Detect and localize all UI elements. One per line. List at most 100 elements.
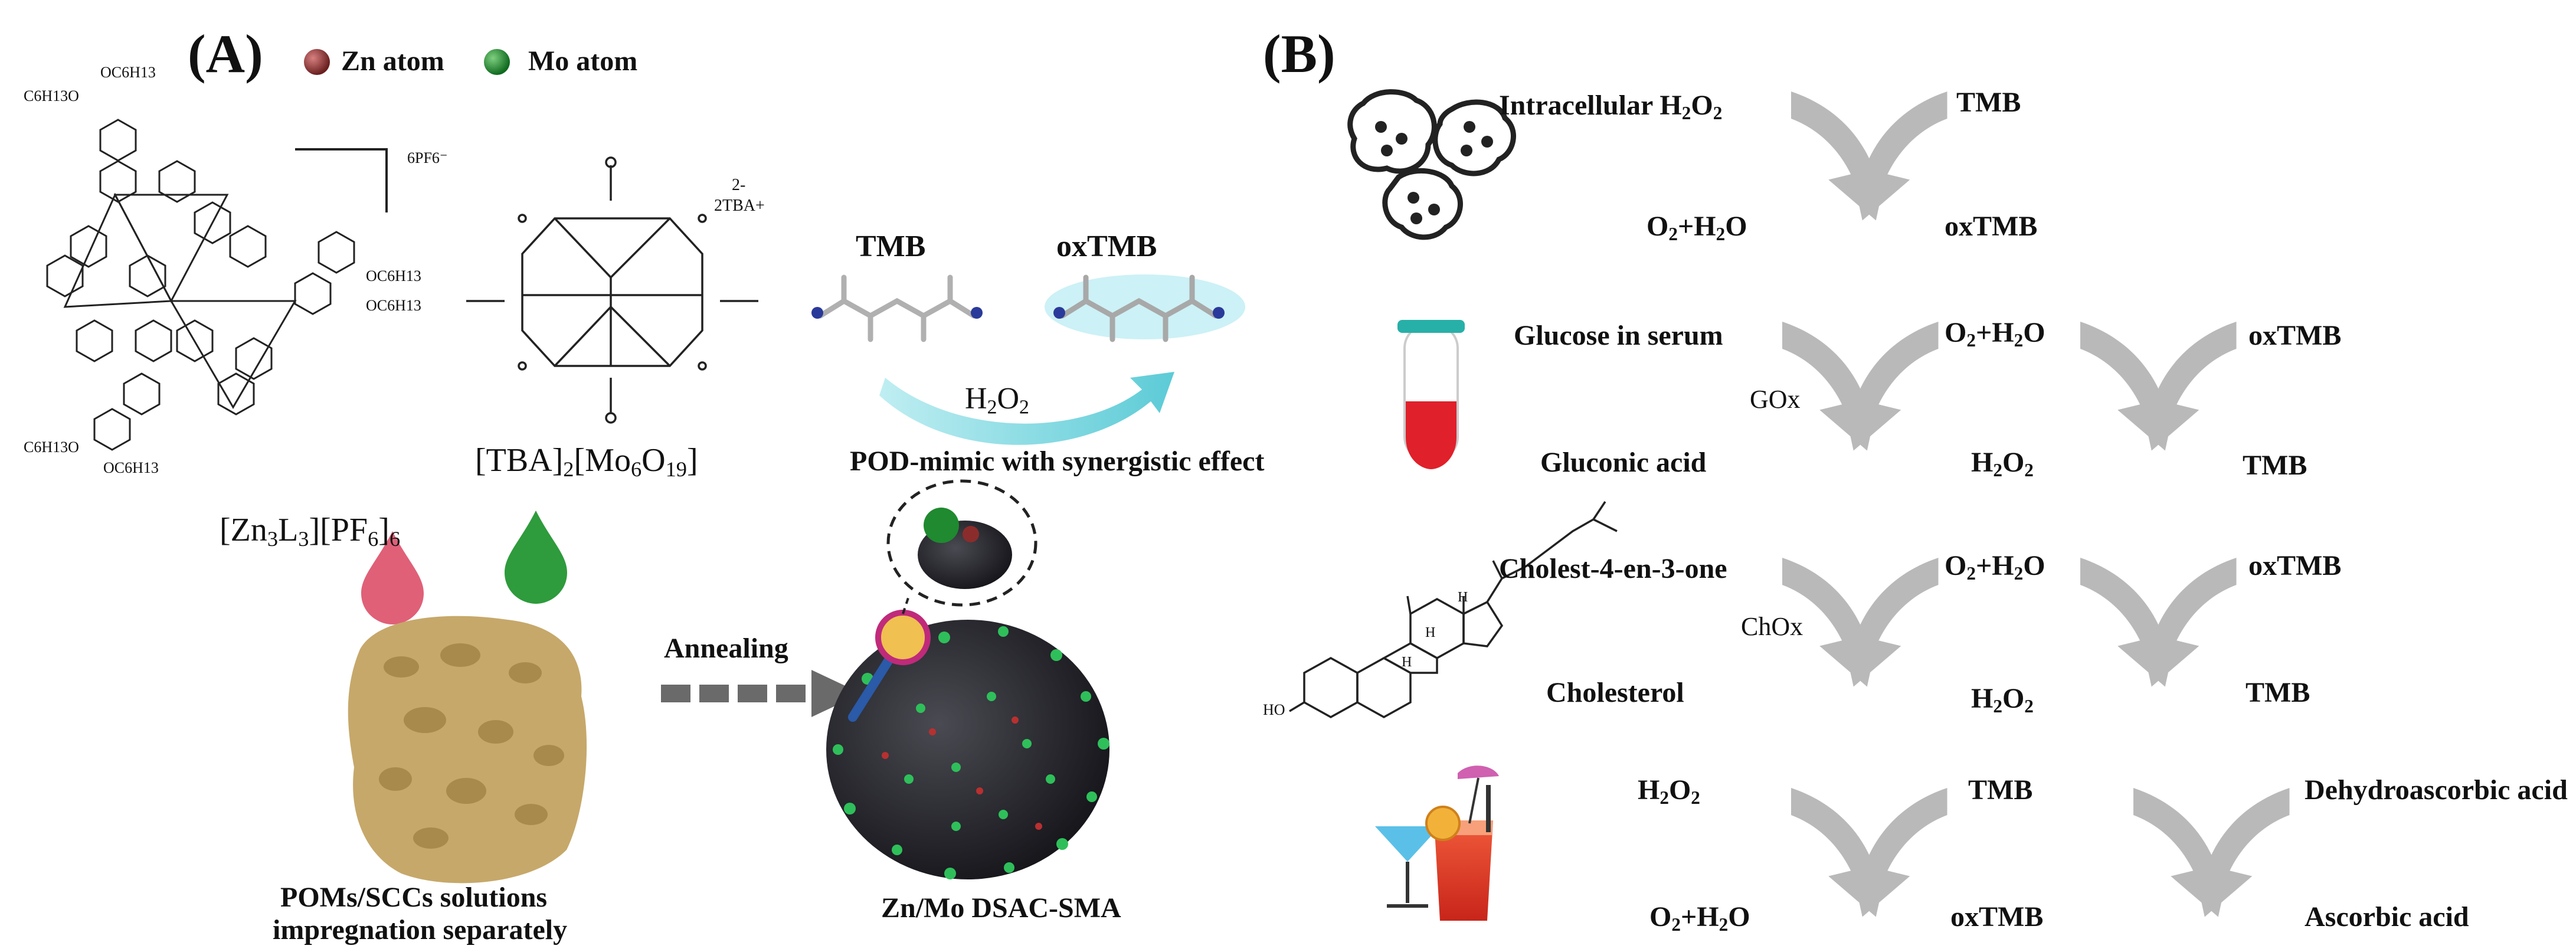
- row4-sub: 2: [1719, 914, 1729, 935]
- row2-text-part: O: [2023, 317, 2045, 348]
- row2-sub: 2: [2024, 459, 2034, 480]
- cholesterol-h-mark-1: H: [1402, 655, 1412, 670]
- oxtmb-label: oxTMB: [1056, 230, 1157, 263]
- scc-name-part: ]: [378, 512, 389, 548]
- row2-right-top: oxTMB: [2248, 320, 2342, 351]
- scc-substituent-6: OC6H13: [103, 459, 159, 476]
- row4-text-part: O: [1668, 774, 1691, 806]
- pom-name-part: ]: [687, 442, 698, 479]
- row2-text-part: +H: [1975, 317, 2014, 348]
- oxidant-part: H: [965, 382, 987, 416]
- scc-substituent-2: C6H13O: [24, 87, 79, 104]
- row2-text-part: O: [1945, 317, 1967, 348]
- row4-top-left: H2O2: [1638, 776, 1700, 807]
- row3-sub: 2: [1966, 562, 1976, 584]
- scc-name-part: [Zn: [220, 512, 267, 548]
- row2-bottom-left: Gluconic acid: [1540, 447, 1707, 478]
- scc-name: [Zn3L3][PF6]6: [220, 513, 400, 550]
- pom-name-sub: 19: [665, 457, 687, 482]
- row1-sub: 2: [1713, 102, 1723, 123]
- row3-top-left: Cholest-4-en-3-one: [1499, 553, 1727, 584]
- pom-name-sub: 2: [563, 457, 574, 482]
- oxidation-arrow: [879, 372, 1174, 445]
- row4-right-bottom: Ascorbic acid: [2305, 901, 2469, 933]
- row4-text-part: O: [1649, 901, 1672, 933]
- drinks-icon: [1375, 765, 1499, 921]
- pom-charge: 2-: [732, 176, 746, 194]
- left-caption-line1: POMs/SCCs solutions: [280, 882, 548, 913]
- row1-top-right: TMB: [1956, 87, 2021, 118]
- row2-top-left: Glucose in serum: [1514, 320, 1723, 351]
- row1-sub: 2: [1681, 102, 1691, 123]
- arrow-pair-row4-right: [2133, 788, 2290, 917]
- row3-text-part: +H: [1975, 550, 2014, 581]
- annealing-label: Annealing: [664, 633, 788, 664]
- cholesterol-h-mark-2: H: [1425, 625, 1436, 640]
- row3-sub: 2: [1993, 695, 2002, 717]
- scc-structure: [46, 119, 388, 451]
- row2-text-part: H: [1971, 447, 1994, 478]
- scc-substituent-4: OC6H13: [366, 297, 421, 314]
- h2o2-oxidant-label: H2O2: [965, 384, 1029, 417]
- pom-name-part: O: [641, 442, 666, 479]
- pom-counterion: 2TBA+: [714, 197, 765, 215]
- panel-b-label: (B): [1263, 24, 1336, 84]
- arrow-pair-row2-right: [2080, 322, 2237, 451]
- row3-text-part: O: [1945, 550, 1967, 581]
- row3-text-part: H: [1971, 683, 1994, 714]
- sponge-support-icon: [348, 616, 587, 884]
- row4-text-part: H: [1638, 774, 1660, 806]
- row3-bottom-left: Cholesterol: [1546, 677, 1684, 708]
- row1-text-part: O: [1725, 211, 1747, 242]
- pod-caption: POD-mimic with synergistic effect: [850, 446, 1265, 477]
- dsac-sma-catalyst-icon: [826, 620, 1109, 879]
- row4-bottom-left: O2+H2O: [1649, 903, 1750, 934]
- row2-sub: 2: [1993, 459, 2002, 480]
- row1-text-part: O: [1647, 211, 1669, 242]
- cholesterol-h-mark-3: H: [1458, 590, 1468, 605]
- mo-atom-icon: [484, 49, 510, 75]
- tmb-molecule-icon: [811, 274, 983, 342]
- row4-mid-top: TMB: [1968, 774, 2033, 806]
- scc-substituent-5: C6H13O: [24, 439, 79, 456]
- row1-sub: 2: [1668, 223, 1678, 244]
- row1-text-part: O: [1691, 90, 1713, 121]
- row4-sub: 2: [1659, 787, 1669, 808]
- oxidant-part: O: [997, 382, 1020, 416]
- row2-mid-bottom: H2O2: [1971, 449, 2034, 479]
- scc-name-part: ][PF: [309, 512, 368, 548]
- row2-text-part: O: [2002, 447, 2025, 478]
- arrow-pair-row3-left: [1782, 558, 1939, 687]
- oxidant-sub: 2: [987, 396, 997, 418]
- row3-right-top: oxTMB: [2248, 550, 2342, 581]
- red-drop-icon: [361, 531, 424, 624]
- row2-right-bottom: TMB: [2243, 450, 2307, 481]
- annealing-arrow: [661, 670, 862, 717]
- blood-tube-icon: [1397, 320, 1465, 469]
- cholesterol-ho-label: HO: [1263, 701, 1285, 718]
- green-drop-icon: [505, 511, 567, 604]
- right-caption: Zn/Mo DSAC-SMA: [881, 892, 1121, 924]
- cholesterol-structure: [1289, 501, 1618, 719]
- row3-sub: 2: [2024, 695, 2034, 717]
- row2-sub: 2: [2014, 329, 2024, 351]
- row1-text-part: +H: [1677, 211, 1716, 242]
- pom-name-part: [Mo: [574, 442, 631, 479]
- mo-legend-label: Mo atom: [528, 45, 638, 77]
- pom-name-sub: 6: [630, 457, 642, 482]
- scc-name-part: L: [278, 512, 299, 548]
- scc-counterion: 6PF6⁻: [407, 149, 448, 166]
- arrow-pair-row1: [1791, 91, 1947, 221]
- scc-substituent-3: OC6H13: [366, 267, 421, 284]
- scc-name-sub: 3: [298, 527, 309, 551]
- row2-enzyme: GOx: [1750, 385, 1801, 414]
- oxidant-sub: 2: [1019, 396, 1029, 418]
- cells-icon: [1347, 89, 1516, 240]
- zn-atom-icon: [304, 49, 330, 75]
- row1-top-left: Intracellular H2O2: [1499, 91, 1722, 122]
- row1-bottom-left: O2+H2O: [1647, 212, 1747, 243]
- row3-enzyme: ChOx: [1741, 612, 1803, 641]
- scc-name-sub: 6: [368, 527, 379, 551]
- scc-name-sub: 3: [267, 527, 279, 551]
